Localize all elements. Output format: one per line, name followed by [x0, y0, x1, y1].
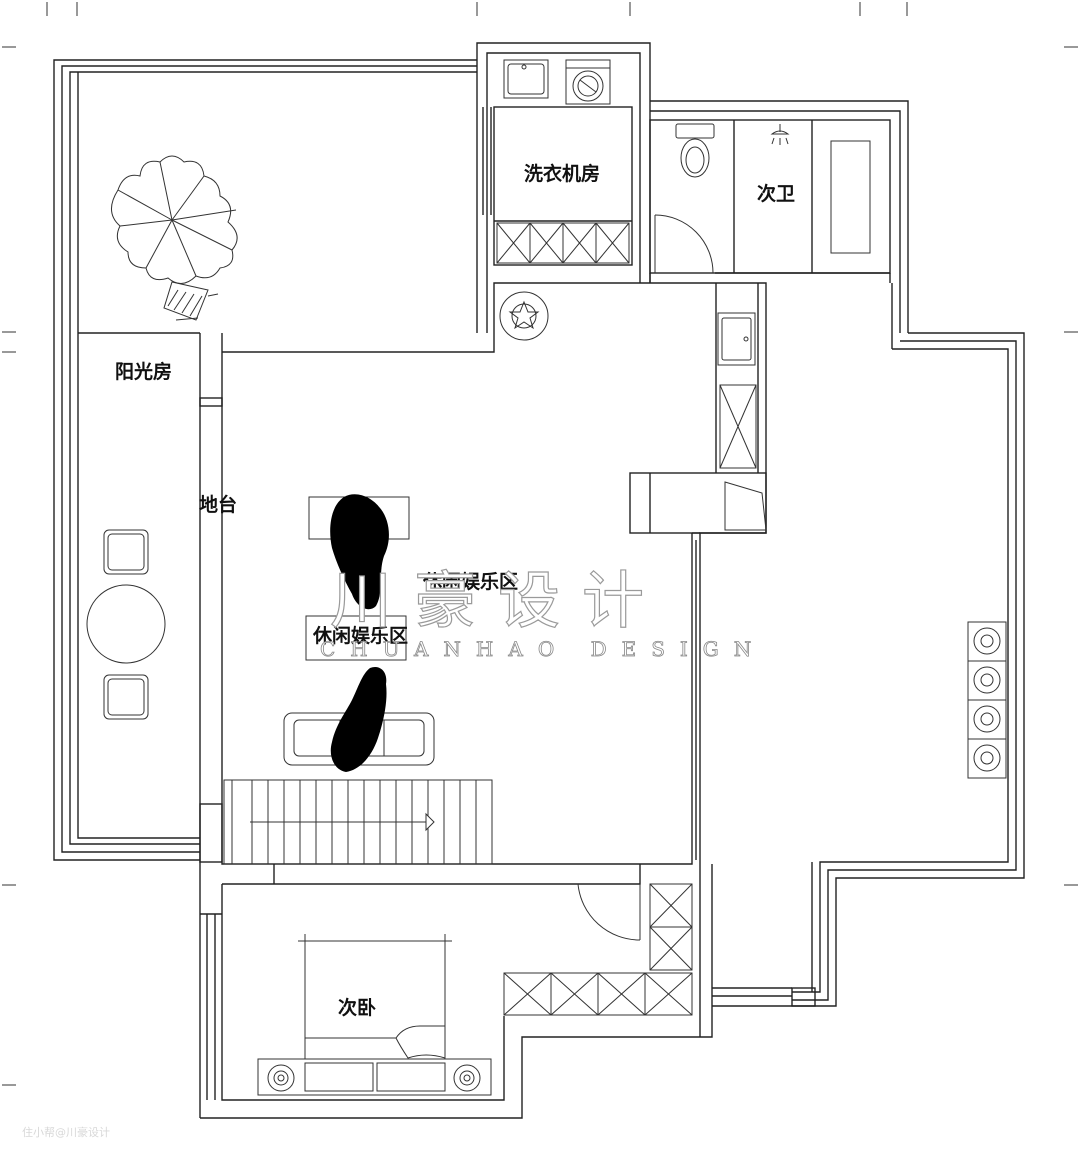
label-platform: 地台 — [199, 493, 237, 516]
laundry-sink-icon — [503, 59, 549, 99]
lounge-chair-icon — [163, 281, 219, 321]
label-second-bath: 次卫 — [757, 182, 795, 205]
right-terrace-walls — [791, 283, 1025, 1007]
staircase — [223, 779, 493, 865]
border-tick-marks — [2, 2, 1078, 1086]
planter-box — [967, 621, 1007, 779]
bath-door-swing — [654, 214, 714, 274]
shower-head-icon — [770, 124, 790, 145]
kitchenette-cabinet — [719, 384, 767, 531]
label-laundry: 洗衣机房 — [524, 162, 600, 185]
label-second-bedroom: 次卧 — [338, 996, 376, 1019]
laundry-room-walls — [476, 42, 651, 333]
watermark-chinese: 川豪设计 — [330, 564, 666, 637]
washing-machine-icon — [565, 59, 611, 105]
bathtub-icon — [830, 140, 871, 254]
label-leisure-b: 休闲娱乐区 — [312, 624, 408, 647]
wardrobe — [503, 883, 693, 1016]
label-sunroom: 阳光房 — [115, 360, 172, 383]
bedroom-walls — [200, 864, 792, 1119]
credit-text: 住小帮@川豪设计 — [22, 1125, 110, 1139]
watermark-english: CHUANHAO DESIGN — [320, 637, 766, 661]
figure-silhouettes — [330, 494, 389, 772]
second-bath-walls — [649, 100, 909, 333]
leisure-label-box — [305, 615, 407, 661]
bedroom-door-swing — [577, 883, 641, 941]
toilet-icon — [675, 123, 715, 178]
laundry-cabinet — [496, 222, 630, 264]
tea-table-set — [86, 529, 166, 720]
umbrella-icon — [111, 155, 238, 284]
nightstand-lamps — [267, 1064, 481, 1092]
kitchenette-sink-icon — [717, 312, 756, 366]
plant-pot-icon — [499, 291, 549, 341]
label-leisure-a: 休闲娱乐区 — [422, 570, 518, 593]
bed-icon — [257, 934, 492, 1096]
